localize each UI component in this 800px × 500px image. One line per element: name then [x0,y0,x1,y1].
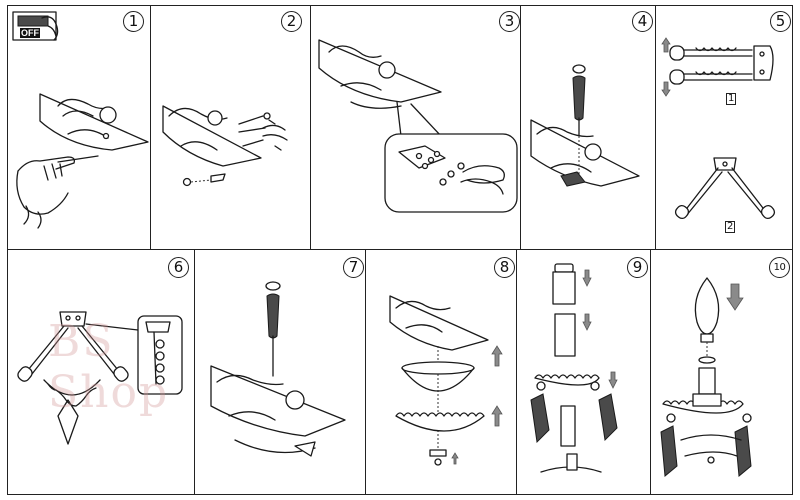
watermark: BS Shop [48,316,194,418]
step-7-illustration [195,250,366,495]
arrow-down-icon [662,82,670,96]
step-8-illustration [366,250,517,495]
arrow-up-icon [492,346,502,366]
step-10-illustration [651,250,793,495]
part-2-label: 2 [725,221,735,233]
step-4-panel: 4 [520,5,656,250]
arrow-down-icon [583,270,591,286]
arrow-down-icon [727,284,743,310]
step-9-illustration [517,250,651,495]
arrow-up-icon [492,406,502,426]
step-5-illustration [656,6,793,250]
arrow-down-icon [609,372,617,388]
step-2-illustration [151,6,311,250]
arrow-up-icon [662,38,670,52]
step-4-illustration [521,6,656,250]
bulb-icon [695,278,718,334]
part-1-label: 1 [726,93,736,105]
step-3-panel: 3 [310,5,521,250]
step-10-panel: 10 [650,249,793,495]
step-1-illustration [8,6,151,250]
step-5-panel: 5 1 2 [655,5,793,250]
switch-off-label: OFF [20,28,40,38]
step-3-illustration [311,6,521,250]
step-1-panel: 1 OFF [7,5,151,250]
step-9-panel: 9 [516,249,651,495]
step-2-panel: 2 [150,5,311,250]
step-8-panel: 8 [365,249,517,495]
arrow-down-icon [583,314,591,330]
step-6-panel: 6 BS Shop [7,249,195,495]
step-7-panel: 7 [194,249,366,495]
